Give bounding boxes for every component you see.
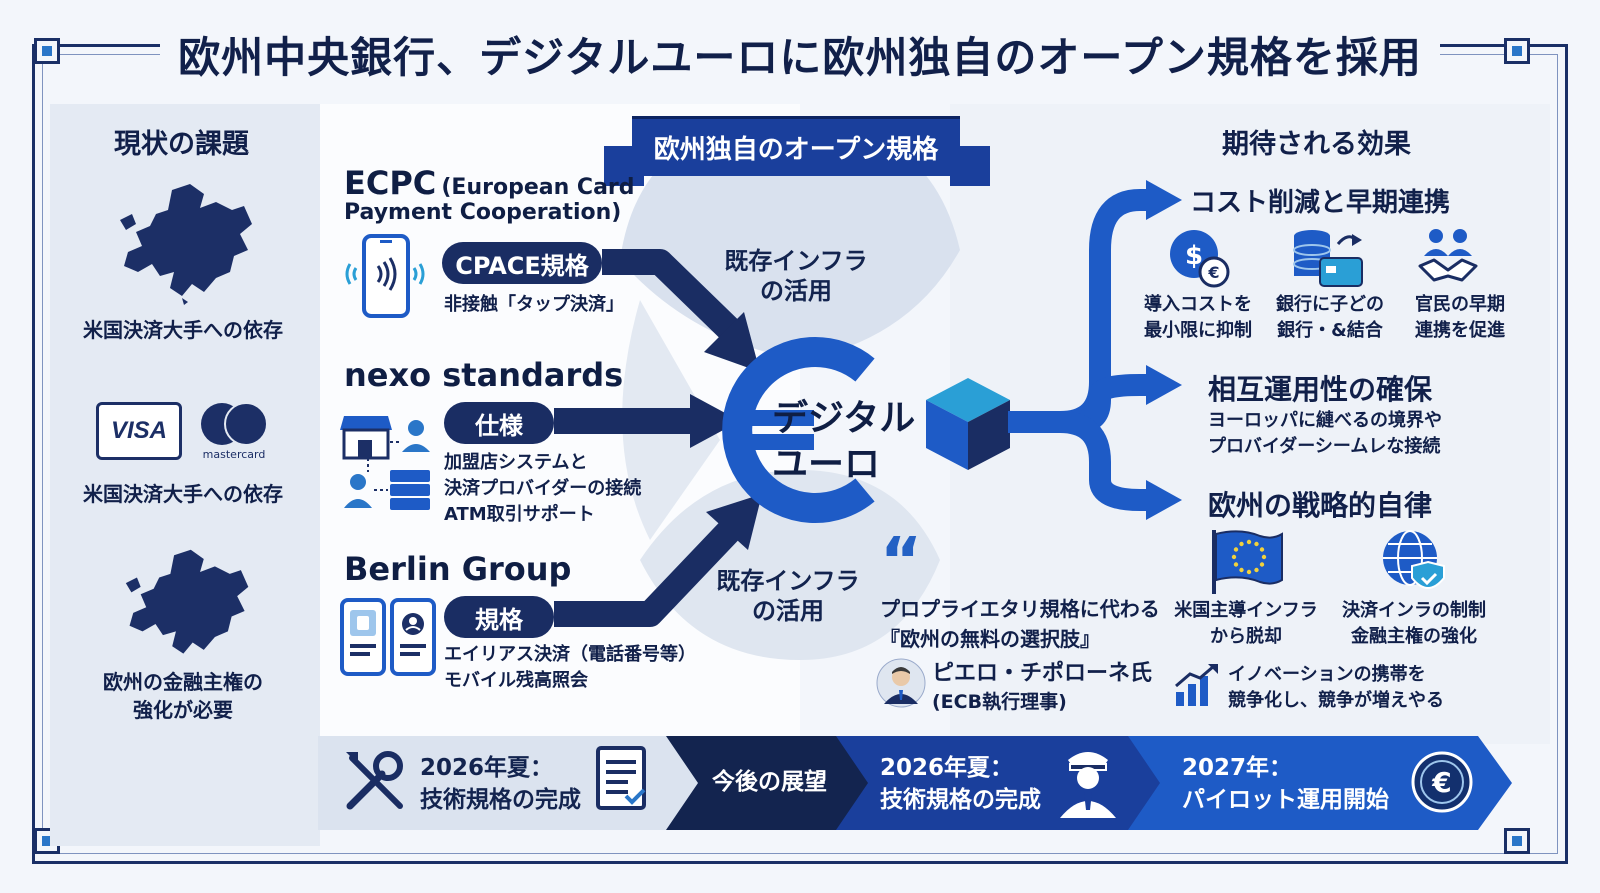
globe-shield-icon [1383, 530, 1445, 590]
eu-star [1259, 562, 1265, 567]
eu-star [1239, 541, 1244, 547]
berlin-pill: 規格 [444, 596, 554, 638]
page-title: 欧州中央銀行、デジタルユーロに欧州独自のオープン規格を採用 [178, 32, 1422, 82]
berlin-desc: エイリアス決済（電話番号等） モバイル残高照会 [444, 644, 696, 691]
corner-ornament [1504, 828, 1530, 854]
mastercard-logo: mastercard [194, 402, 274, 464]
cube-icon [926, 378, 1010, 470]
nexo-pill: 仕様 [444, 402, 554, 444]
cpace-pill: CPACE規格 [442, 242, 602, 284]
challenges-heading: 現状の課題 [114, 129, 249, 160]
svg-text:€: € [1207, 263, 1219, 282]
challenge-label-1: 米国決済大手への依存 [83, 318, 283, 342]
speaker-name: ピエロ・チポローネ氏 (ECB執行理事) [932, 661, 1153, 713]
eu-star [1261, 554, 1267, 560]
nexo-desc: 加盟店システムと 決済プロバイダーの接続 ATM取引サポート [444, 452, 642, 525]
cpace-desc: 非接触「タップ決済」 [444, 294, 624, 315]
euro-coin-icon: € [1411, 751, 1473, 813]
handshake-icon [1418, 229, 1478, 282]
svg-text:€: € [1431, 766, 1451, 799]
eu-flag-icon [1212, 530, 1283, 594]
challenge-label-3: 欧州の金融主権の 強化が必要 [103, 670, 263, 722]
timeline-outlook: 今後の展望 [712, 769, 827, 795]
corner-ornament [34, 38, 60, 64]
visa-logo: VISA [96, 402, 182, 460]
autonomy-title: 欧州の戦略的自律 [1208, 489, 1433, 522]
cost-item-2: 銀行に子どの 銀行・&結合 [1276, 294, 1384, 341]
berlin-group-title: Berlin Group [344, 550, 572, 588]
eu-star [1254, 541, 1259, 547]
nexo-title: nexo standards [344, 356, 624, 394]
autonomy-item-2: 決済インラの制制 金融主権の強化 [1342, 600, 1486, 647]
autonomy-item-1: 米国主導インフラ から脱却 [1174, 600, 1318, 647]
dollar-euro-coin-icon: $ € [1170, 230, 1230, 288]
document-check-icon [596, 746, 646, 810]
eu-star [1254, 567, 1259, 573]
title-bar: 欧州中央銀行、デジタルユーロに欧州独自のオープン規格を採用 [160, 18, 1440, 90]
quote-mark-icon: “ [880, 525, 923, 599]
cost-item-1: 導入コストを 最小限に抑制 [1144, 294, 1252, 341]
timeline-step-1: 2026年夏： 技術規格の完成 [420, 755, 581, 813]
cost-item-3: 官民の早期 連携を促進 [1415, 294, 1505, 341]
eu-star [1231, 554, 1237, 560]
infra-label-top: 既存インフラ の活用 [724, 247, 868, 305]
card-brands-icon: VISA mastercard [96, 402, 276, 464]
svg-text:$: $ [1185, 241, 1203, 271]
ecpc-title: ECPC (European Card [344, 164, 635, 202]
eu-star [1246, 569, 1252, 575]
merchant-network-icon [340, 416, 430, 510]
quote-text: プロプライエタリ規格に代わる 『欧州の無料の選択肢』 [880, 597, 1160, 651]
digital-euro-label: デジタル ユーロ [772, 398, 916, 485]
ecpc-subtitle: Payment Cooperation) [344, 200, 622, 225]
cost-title: コスト削減と早期連携 [1190, 188, 1451, 218]
avatar [876, 658, 926, 708]
interop-title: 相互運用性の確保 [1208, 373, 1433, 406]
eu-star [1239, 567, 1244, 573]
effects-heading: 期待される効果 [1222, 129, 1411, 160]
corner-ornament [1504, 38, 1530, 64]
timeline-step-3: 2027年： パイロット運用開始 [1182, 755, 1389, 813]
contactless-phone-icon [345, 234, 425, 318]
pilot-icon [1060, 752, 1116, 818]
digital-euro-symbol [722, 337, 875, 523]
innovation-desc: イノベーションの携帯を 競争化し、競争が増えやる [1228, 664, 1444, 711]
europe-map-icon [120, 184, 252, 305]
eu-star [1246, 539, 1252, 545]
open-standards-ribbon: 欧州独自のオープン規格 [632, 116, 960, 176]
interop-desc: ヨーロッパに縺べるの境界や プロバイダーシームレな接続 [1208, 410, 1442, 457]
europe-map-icon [125, 549, 249, 654]
challenge-label-2: 米国決済大手への依存 [83, 482, 283, 506]
mobile-devices-icon [340, 598, 436, 676]
eu-star [1233, 562, 1239, 567]
eu-star [1233, 547, 1239, 552]
timeline-step-2: 2026年夏： 技術規格の完成 [880, 755, 1041, 813]
infra-label-bottom: 既存インフラ の活用 [716, 567, 860, 625]
tools-icon [346, 751, 403, 810]
eu-star [1259, 547, 1265, 552]
growth-chart-icon [1175, 664, 1218, 706]
bank-card-icon [1293, 230, 1363, 287]
